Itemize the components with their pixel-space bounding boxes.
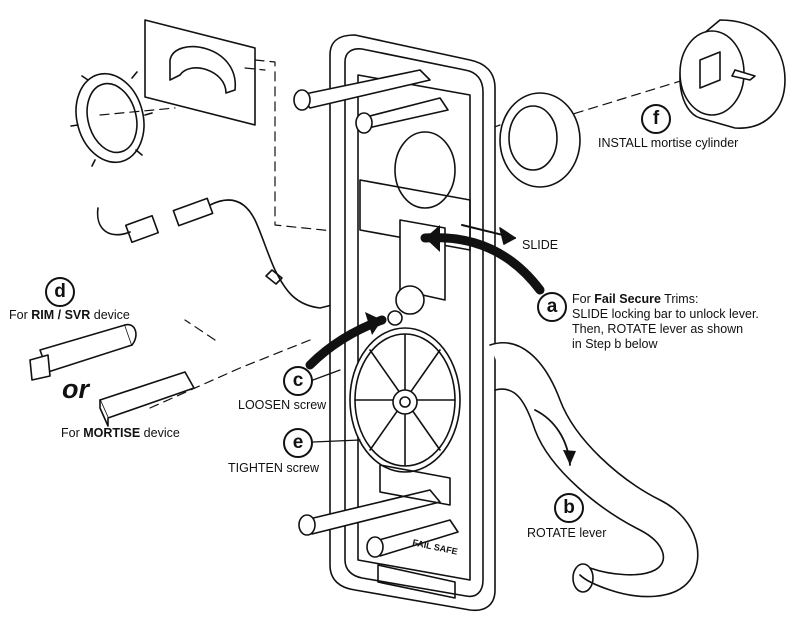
- step-d-suffix: device: [90, 308, 130, 322]
- step-a-line1-suffix: Trims:: [660, 292, 699, 306]
- template-plate-cutout: [169, 45, 236, 94]
- step-b-label: ROTATE lever: [527, 526, 607, 540]
- slide-arrow: [461, 224, 516, 245]
- rotate-arrow-a: [420, 225, 545, 295]
- step-d-bold: RIM / SVR: [31, 308, 91, 322]
- mortise-prefix: For: [61, 426, 84, 440]
- housing-posts: [293, 69, 459, 558]
- step-a-line1-prefix: For: [572, 292, 595, 306]
- mortise-suffix: device: [140, 426, 180, 440]
- cable-harness: [96, 197, 401, 309]
- step-e-label: TIGHTEN screw: [228, 461, 319, 475]
- mortise-device-label: For MORTISE device: [61, 426, 180, 441]
- step-a-line4: in Step b below: [572, 337, 658, 351]
- step-d-prefix: For: [9, 308, 32, 322]
- template-plate: [144, 19, 256, 126]
- spanner-ring: [70, 71, 153, 167]
- door-lever: [489, 342, 699, 598]
- step-d-marker: d: [45, 277, 75, 307]
- or-text: or: [62, 374, 89, 404]
- rotate-arrow-b: [534, 409, 576, 466]
- slide-label: SLIDE: [522, 238, 559, 252]
- mortise-bold: MORTISE: [83, 426, 141, 440]
- step-d-label: For RIM / SVR device: [9, 308, 130, 323]
- step-a-line1-bold: Fail Secure: [594, 292, 661, 306]
- step-f-label: INSTALL mortise cylinder: [598, 136, 739, 150]
- loosen-arrow-c: [305, 312, 387, 370]
- step-a-marker: a: [537, 292, 567, 322]
- rim-svr-device: [29, 323, 137, 381]
- mortise-device: [99, 371, 195, 427]
- step-f-marker: f: [641, 104, 671, 134]
- step-c-marker: c: [283, 366, 313, 396]
- lower-housing-detail: [377, 464, 456, 599]
- cylinder-collar: [499, 92, 581, 188]
- leader-lines: [312, 369, 361, 443]
- lever-disc: [349, 327, 461, 473]
- step-c-label: LOOSEN screw: [238, 398, 327, 412]
- step-a-line3: Then, ROTATE lever as shown: [572, 322, 744, 336]
- step-a-line2: SLIDE locking bar to unlock lever.: [572, 307, 759, 321]
- mortise-cylinder: [679, 19, 786, 129]
- step-a-text: For Fail Secure Trims: SLIDE locking bar…: [572, 292, 759, 352]
- step-b-marker: b: [554, 493, 584, 523]
- step-e-marker: e: [283, 428, 313, 458]
